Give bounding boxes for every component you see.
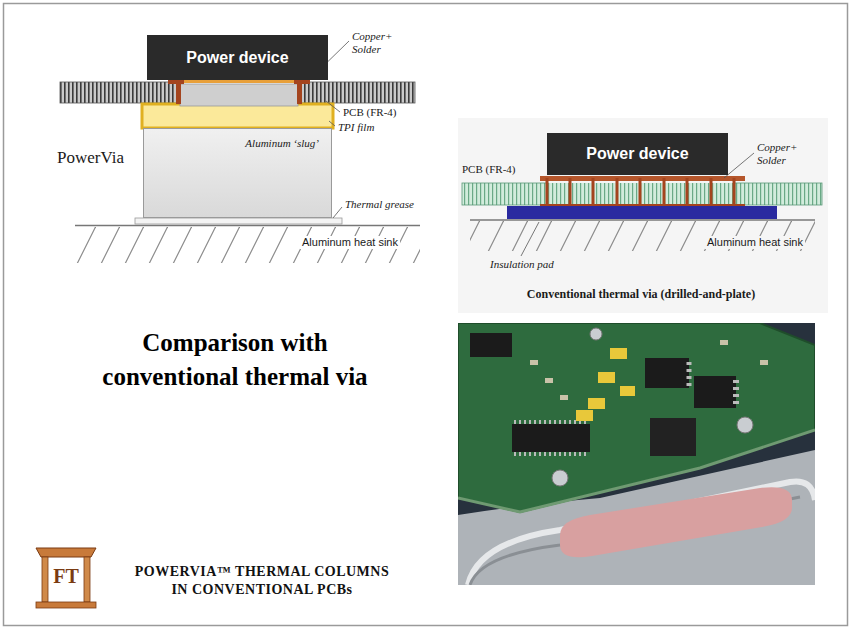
chip-pins (687, 362, 692, 386)
resistor (530, 360, 538, 365)
via-barrel (546, 178, 549, 206)
capacitor (610, 348, 627, 359)
via-barrel (616, 178, 619, 206)
photo-ground (458, 323, 815, 585)
part-label: TPI film (338, 121, 374, 134)
logo-letters: FT (53, 565, 79, 588)
chip-pins (733, 380, 739, 406)
chip (694, 376, 736, 408)
part-label: Aluminum heat sink (300, 236, 400, 249)
heat-sink-surface (75, 225, 420, 227)
panel-ground (458, 118, 828, 313)
power-device-box: Power device (547, 133, 728, 175)
via-barrel (733, 178, 736, 206)
pcb-layer (300, 82, 415, 103)
leader-line (329, 121, 335, 126)
leader-line (326, 101, 340, 112)
circuit-board (458, 323, 815, 512)
node-text: Aluminum ‘slug’ (245, 137, 319, 149)
leader-line (724, 153, 754, 178)
via-barrel (639, 178, 642, 206)
heat-sink-hatch (470, 221, 815, 251)
capacitor (598, 372, 615, 383)
part-label: Copper+ Solder (757, 141, 803, 166)
resistor (545, 378, 553, 383)
tpi-film (142, 104, 333, 128)
thermal-pad (560, 487, 792, 557)
capacitors (576, 348, 635, 421)
logo-top (36, 548, 96, 557)
power-device-box: Power device (147, 35, 328, 80)
pcb-layer (462, 183, 548, 205)
copper-pad (297, 82, 302, 104)
part-label: Insulation pad (490, 258, 554, 271)
pcb-layer (60, 82, 178, 103)
capacitor (576, 410, 593, 421)
via-barrels (546, 178, 736, 206)
copper-pad (540, 204, 745, 206)
logo (36, 548, 96, 608)
slug-top (180, 84, 298, 106)
part-label: Copper+ Solder (352, 30, 398, 55)
chip (650, 418, 696, 456)
pcb-photo (458, 323, 815, 585)
heat-sink-surface (470, 219, 815, 221)
via-barrel (686, 178, 689, 206)
pcb-layer (735, 183, 822, 205)
part-label: PCB (FR-4) (343, 106, 397, 119)
thermal-grease (135, 218, 342, 224)
diagram-label: PowerVia (57, 148, 124, 168)
part-label: Aluminum heat sink (705, 236, 805, 249)
resistor (760, 360, 768, 365)
node-text: Power device (186, 49, 288, 67)
screw (590, 328, 602, 340)
screw (552, 470, 568, 486)
heat-sink-hatch (75, 227, 420, 263)
screw (737, 417, 753, 433)
chip-pins (514, 452, 588, 456)
slide-frame (4, 4, 848, 626)
via-barrel (592, 178, 595, 206)
logo-base (36, 602, 96, 608)
copper-pad (176, 82, 181, 104)
leader-line (333, 207, 342, 218)
chip (470, 333, 512, 357)
chip (645, 358, 689, 388)
logo-leg (84, 557, 90, 602)
resistor (560, 395, 568, 400)
logo-leg (42, 557, 48, 602)
board-edge (458, 430, 815, 512)
chip (512, 424, 590, 452)
node-text: Power device (586, 145, 688, 163)
small-parts (530, 340, 768, 400)
capacitor (588, 398, 605, 409)
slide-caption: POWERVIA™ THERMAL COLUMNS IN CONVENTIONA… (129, 563, 395, 599)
via-barrel (569, 178, 572, 206)
insulation-pad (507, 206, 777, 219)
slide-title: Comparison with conventional thermal via (80, 326, 390, 394)
part-label: PCB (FR-4) (462, 163, 516, 176)
part-label: Thermal grease (345, 198, 414, 211)
aluminum-slug: Aluminum ‘slug’ (143, 128, 332, 218)
capacitor (620, 386, 635, 396)
via-barrel (663, 178, 666, 206)
solder-line (178, 80, 300, 83)
via-barrel (710, 178, 713, 206)
leader-line (521, 222, 539, 256)
diagram-caption: Conventional thermal via (drilled-and-pl… (527, 288, 755, 302)
resistor (720, 340, 728, 345)
